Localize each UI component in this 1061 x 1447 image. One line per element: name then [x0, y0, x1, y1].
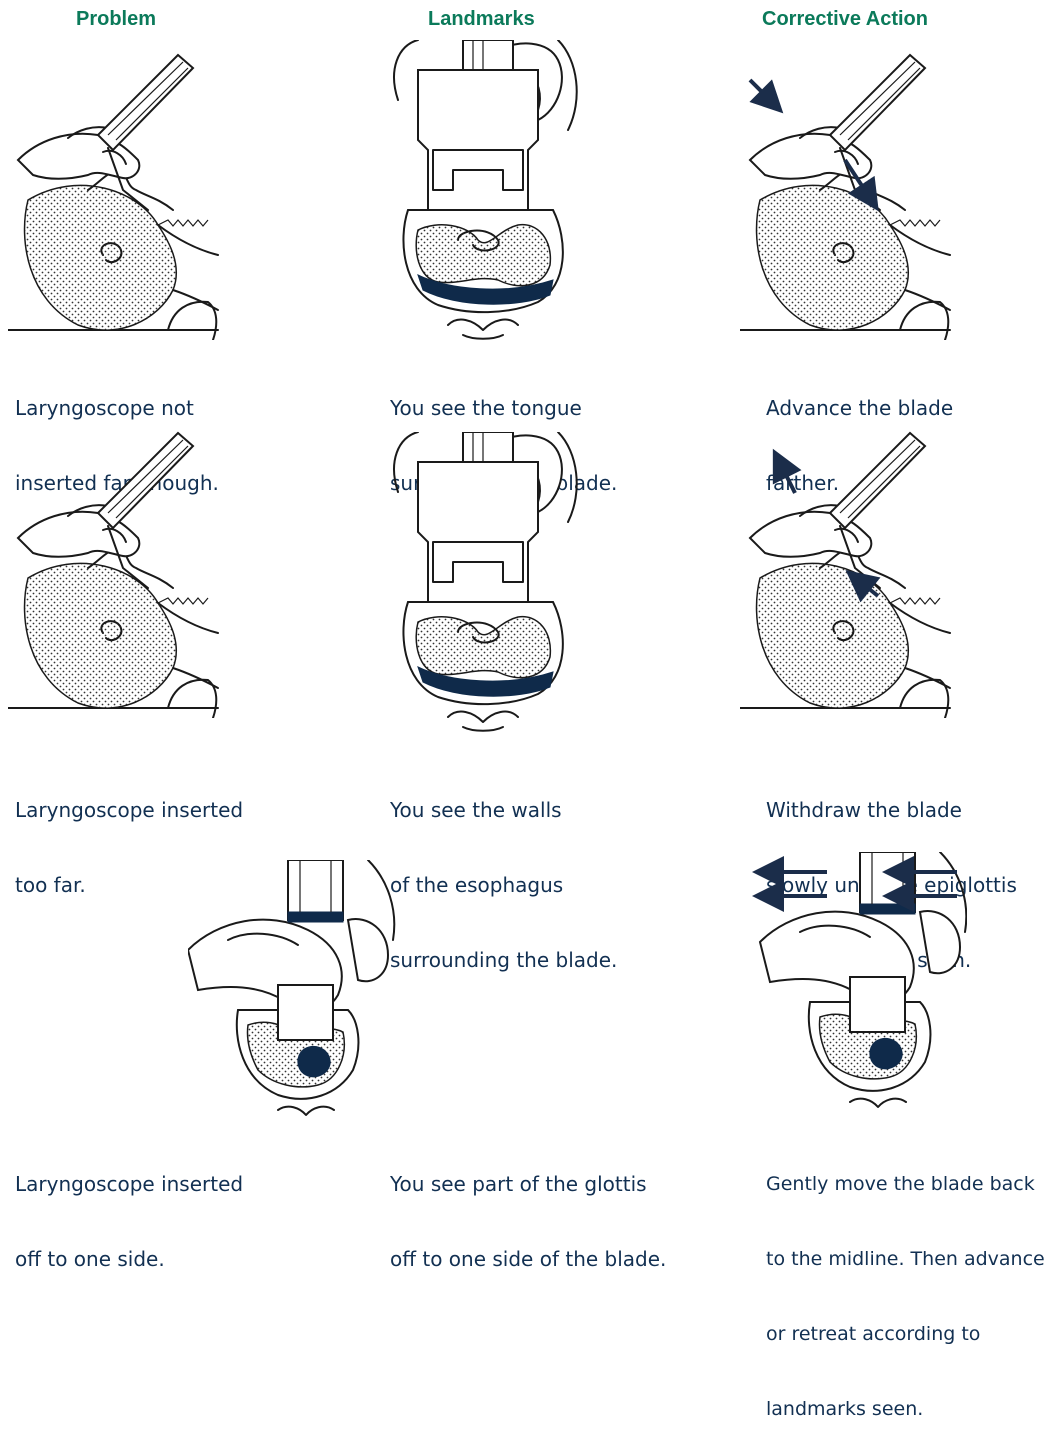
- caption-line: Laryngoscope inserted: [15, 798, 243, 823]
- direction-arrow-icon: [780, 463, 795, 493]
- caption-landmarks-2: You see the walls of the esophagus surro…: [390, 748, 617, 998]
- header-problem: Problem: [76, 8, 156, 31]
- caption-line: You see part of the glottis: [390, 1172, 666, 1197]
- caption-line: You see the walls: [390, 798, 617, 823]
- caption-problem-3: Laryngoscope inserted off to one side.: [15, 1122, 243, 1297]
- caption-line: surrounding the blade.: [390, 948, 617, 973]
- caption-line: landmarks seen.: [766, 1397, 1045, 1422]
- caption-line: Withdraw the blade: [766, 798, 1017, 823]
- caption-line: to the midline. Then advance: [766, 1247, 1045, 1272]
- infant-side-intubation-illustration: [740, 40, 960, 340]
- caption-line: of the esophagus: [390, 873, 617, 898]
- caption-corrective-3: Gently move the blade back to the midlin…: [766, 1122, 1045, 1447]
- laryngoscope-midline-view-illustration: [752, 852, 967, 1117]
- caption-landmarks-3: You see part of the glottis off to one s…: [390, 1122, 666, 1297]
- header-landmarks: Landmarks: [428, 8, 535, 31]
- caption-line: You see the tongue: [390, 396, 617, 421]
- caption-line: off to one side.: [15, 1247, 243, 1272]
- header-corrective-action: Corrective Action: [762, 8, 928, 31]
- infant-side-intubation-illustration: [8, 418, 228, 718]
- caption-line: off to one side of the blade.: [390, 1247, 666, 1272]
- laryngoscope-side-view-illustration: [188, 860, 398, 1125]
- caption-line: or retreat according to: [766, 1322, 1045, 1347]
- direction-arrow-icon: [750, 80, 772, 102]
- laryngoscope-view-illustration: [378, 432, 588, 732]
- infant-side-intubation-illustration: [740, 418, 960, 718]
- caption-line: Gently move the blade back: [766, 1172, 1045, 1197]
- caption-line: Laryngoscope inserted: [15, 1172, 243, 1197]
- infant-side-intubation-illustration: [8, 40, 228, 340]
- laryngoscope-view-illustration: [378, 40, 588, 340]
